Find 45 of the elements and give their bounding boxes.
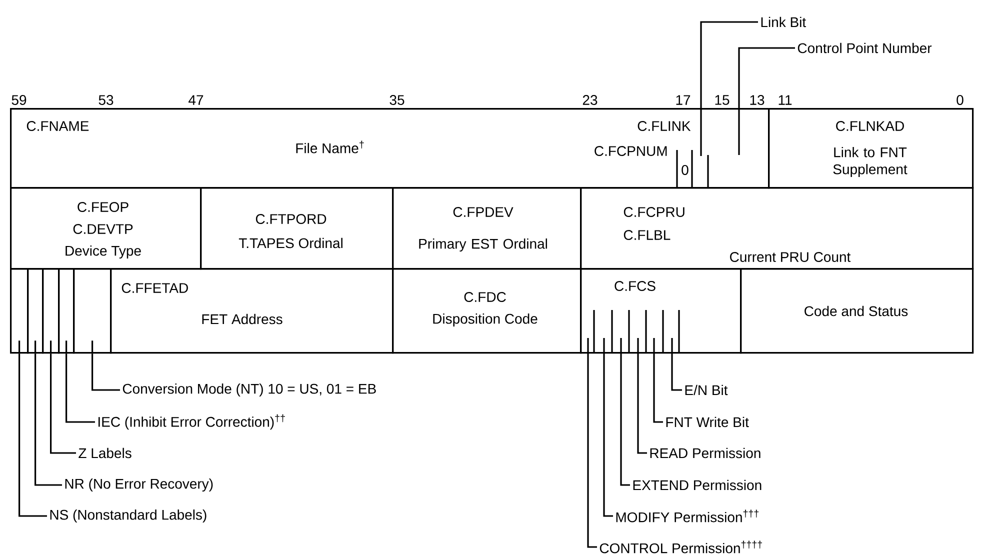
field-cell: C.FTPORD T.TAPES Ordinal	[200, 187, 394, 270]
leader-line	[700, 21, 758, 156]
bit-cell	[10, 268, 29, 354]
field-label: READ Permission	[650, 448, 760, 458]
leader-line	[603, 338, 613, 517]
leader-line	[620, 338, 630, 486]
leader-line	[50, 354, 76, 454]
field-cell: C.FDC Disposition Code	[392, 268, 582, 354]
field-cell: C.FCPRU C.FLBL Current PRU Count	[580, 187, 974, 270]
field-cell: Code and Status	[740, 268, 974, 354]
leader-line	[587, 338, 597, 548]
field-label: Conversion Mode (NT) 10 = US, 01 = EB	[122, 383, 376, 397]
field-label: E/N Bit	[685, 384, 728, 396]
leader-line	[92, 354, 120, 391]
field-label: NS (Nonstandard Labels)	[50, 509, 206, 523]
bit-cell	[73, 268, 112, 354]
bit-number: 15	[715, 95, 730, 105]
field-cell: C.FLNKAD Link to FNT Supplement	[768, 108, 974, 189]
bit-cell	[27, 268, 44, 354]
bit-number: 17	[676, 95, 690, 105]
bit-cell	[58, 268, 75, 354]
field-label: NR (No Error Recovery)	[65, 478, 213, 492]
leader-line	[637, 338, 647, 454]
field-label: CONTROL Permission$^{††††}$	[600, 540, 762, 554]
bit-value: 0	[682, 165, 688, 175]
field-label: IEC (Inhibit Error Correction)$^{††}$	[98, 414, 285, 430]
bit-number: 11	[778, 95, 792, 105]
leader-line	[18, 354, 47, 517]
field-label: MODIFY Permission$^{†††}$	[616, 510, 758, 522]
field-label: Link Bit	[761, 16, 806, 28]
bit-number: 13	[750, 95, 764, 105]
leader-line	[738, 47, 795, 155]
field-cell: C.FPDEV Primary EST Ordinal	[392, 187, 582, 270]
field-cell: C.FCS	[580, 268, 742, 354]
field-cell: C.FFETAD FET Address	[110, 268, 394, 354]
leader-line	[66, 354, 95, 423]
field-label: Control Point Number	[798, 42, 932, 54]
field-label: FNT Write Bit	[666, 416, 749, 428]
field-cell: C.FEOP C.DEVTP Device Type	[10, 187, 202, 270]
field-label: EXTEND Permission	[633, 480, 762, 490]
leader-line	[653, 338, 663, 423]
field-label: Z Labels	[78, 448, 132, 458]
leader-line	[34, 354, 62, 486]
bit-cell	[42, 268, 60, 354]
leader-line	[671, 338, 682, 391]
